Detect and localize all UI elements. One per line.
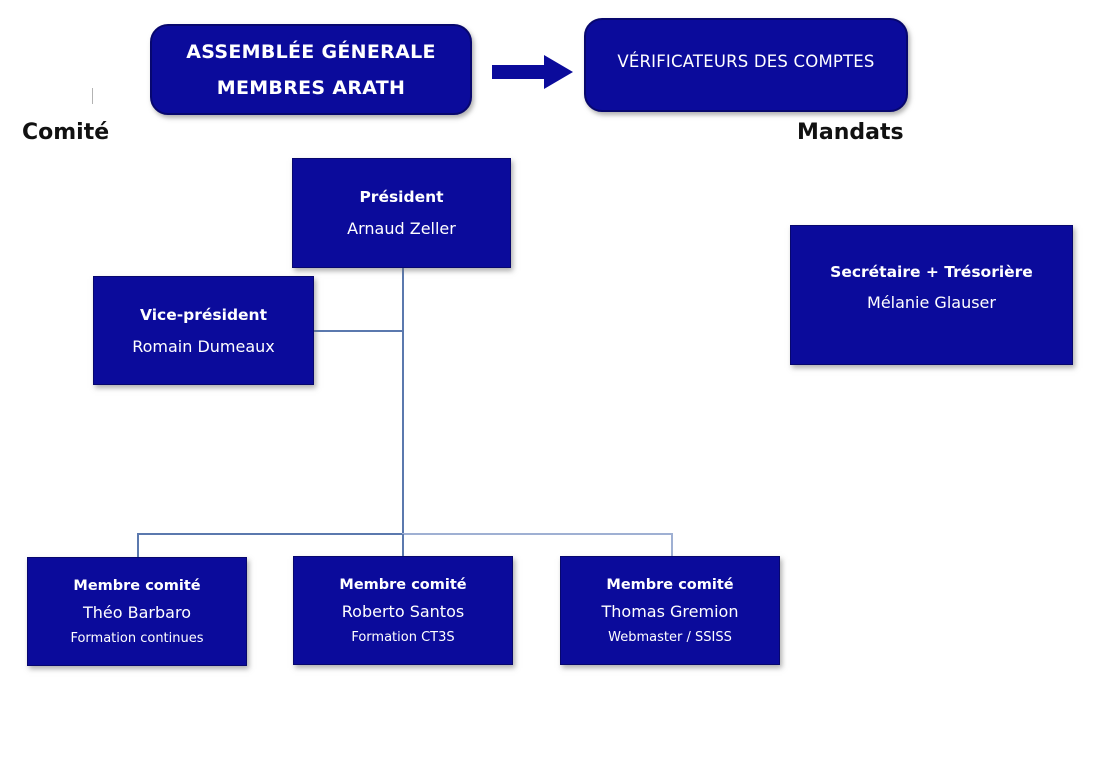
connector-members-horizontal-left: [137, 533, 403, 535]
tick-mark: [92, 88, 93, 104]
assembly-general-line2: MEMBRES ARATH: [216, 76, 406, 99]
assembly-general-box: ASSEMBLÉE GÉNERALE MEMBRES ARATH: [150, 24, 472, 115]
connector-members-horizontal-right: [402, 533, 672, 535]
member-box-theo-barbaro: Membre comité Théo Barbaro Formation con…: [27, 557, 247, 666]
assembly-general-line1: ASSEMBLÉE GÉNERALE: [186, 40, 436, 63]
member-title: Membre comité: [339, 576, 467, 593]
member-name: Roberto Santos: [341, 601, 465, 621]
member-role: Formation continues: [70, 630, 204, 646]
connector-member2-stub: [402, 534, 404, 556]
secretary-treasurer-title: Secrétaire + Trésorière: [830, 262, 1033, 281]
connector-vice-president: [314, 330, 402, 332]
connector-member3-stub: [671, 533, 673, 556]
vice-president-box: Vice-président Romain Dumeaux: [93, 276, 314, 385]
member-name: Théo Barbaro: [83, 602, 191, 622]
member-box-roberto-santos: Membre comité Roberto Santos Formation C…: [293, 556, 513, 665]
member-title: Membre comité: [73, 577, 201, 594]
president-title: Président: [359, 188, 444, 206]
member-role: Webmaster / SSISS: [608, 629, 732, 645]
vice-president-title: Vice-président: [139, 305, 267, 324]
member-role: Formation CT3S: [351, 629, 455, 645]
section-label-mandats: Mandats: [797, 120, 904, 145]
member-box-thomas-gremion: Membre comité Thomas Gremion Webmaster /…: [560, 556, 780, 665]
connector-president-vertical: [402, 268, 404, 534]
member-name: Thomas Gremion: [601, 601, 739, 621]
vice-president-name: Romain Dumeaux: [132, 336, 275, 356]
member-title: Membre comité: [606, 576, 734, 593]
section-label-comite: Comité: [22, 120, 110, 145]
auditors-box: VÉRIFICATEURS DES COMPTES: [584, 18, 908, 112]
connector-member1-stub: [137, 533, 139, 557]
right-arrow-icon: [492, 55, 573, 89]
president-box: Président Arnaud Zeller: [292, 158, 511, 268]
secretary-treasurer-name: Mélanie Glauser: [867, 292, 996, 312]
secretary-treasurer-box: Secrétaire + Trésorière Mélanie Glauser: [790, 225, 1073, 365]
auditors-label: VÉRIFICATEURS DES COMPTES: [617, 51, 875, 71]
president-name: Arnaud Zeller: [347, 219, 456, 238]
